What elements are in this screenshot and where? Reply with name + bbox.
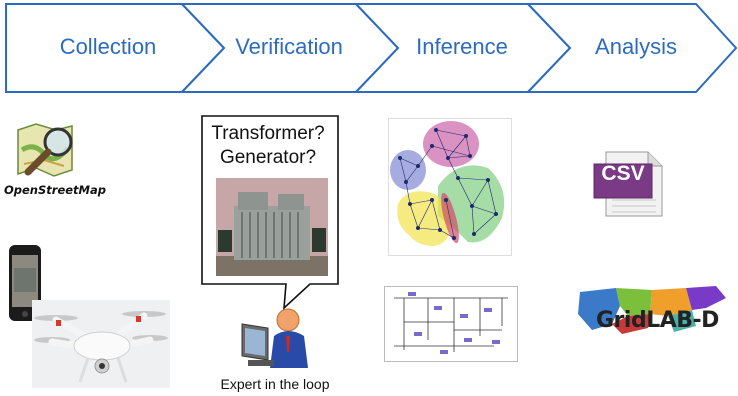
csv-file-icon bbox=[593, 151, 663, 217]
stage-label-collection: Collection bbox=[59, 34, 157, 59]
question-transformer: Transformer? bbox=[211, 123, 325, 144]
csv-label: CSV bbox=[601, 162, 645, 185]
network-clustering-graph bbox=[388, 118, 512, 256]
openstreetmap-label: OpenStreetMap bbox=[4, 183, 106, 197]
gridlab-d-map-logo bbox=[578, 286, 726, 334]
question-text: Transformer? Generator? bbox=[206, 122, 330, 170]
stage-label-analysis: Analysis bbox=[595, 34, 677, 59]
openstreetmap-logo-icon bbox=[17, 123, 73, 177]
transformer-photo bbox=[216, 178, 328, 276]
question-generator: Generator? bbox=[219, 147, 317, 168]
stage-label-verification: Verification bbox=[235, 34, 343, 59]
gridlab-d-label: GridLAB-D bbox=[596, 308, 719, 333]
grid-schematic-diagram bbox=[384, 286, 518, 362]
expert-at-computer-icon bbox=[241, 308, 308, 368]
pipeline-chevrons bbox=[5, 3, 738, 93]
expert-label: Expert in the loop bbox=[220, 376, 330, 392]
stage-chevron-analysis bbox=[525, 3, 738, 93]
drone-icon bbox=[32, 300, 170, 388]
stage-label-inference: Inference bbox=[416, 34, 508, 59]
